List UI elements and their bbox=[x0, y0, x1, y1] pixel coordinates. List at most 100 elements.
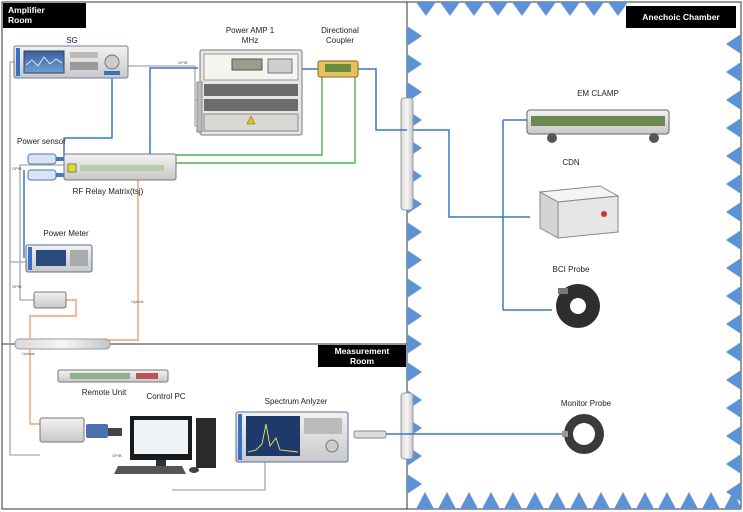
absorber-cone bbox=[407, 82, 422, 102]
directional-coupler: Directional Coupler bbox=[317, 26, 359, 78]
optical-cables bbox=[29, 180, 139, 425]
absorber-cone bbox=[726, 118, 741, 138]
wall-feedthrough-lower bbox=[400, 392, 414, 460]
remote-unit: Remote Unit bbox=[57, 369, 169, 397]
gpib-label-amp: GPIB bbox=[178, 60, 188, 65]
measurement-room-label: Measurement Room bbox=[318, 345, 406, 367]
amplifier-room-label: Amplifier Room bbox=[3, 3, 86, 28]
absorber-cone bbox=[464, 2, 484, 16]
absorber-cone bbox=[726, 454, 741, 474]
wall-feedthrough-upper bbox=[400, 97, 414, 211]
absorber-cone bbox=[482, 492, 500, 509]
spectrum-analyzer: Spectrum Anlyzer bbox=[235, 397, 387, 463]
absorber-cone bbox=[726, 146, 741, 166]
absorber-cone bbox=[407, 334, 422, 354]
svg-text:Power Meter: Power Meter bbox=[43, 229, 89, 238]
absorber-cone bbox=[608, 2, 628, 16]
control-pc: Control PC bbox=[39, 392, 216, 474]
absorber-cone bbox=[570, 492, 588, 509]
absorber-cone bbox=[636, 492, 654, 509]
anechoic-chamber-label: Anechoic Chamber bbox=[626, 6, 736, 28]
absorber-cone bbox=[726, 174, 741, 194]
absorber-cone bbox=[560, 2, 580, 16]
em-clamp: EM CLAMP bbox=[526, 89, 670, 143]
optical-label-lower: Optical bbox=[22, 351, 35, 356]
bci-probe: BCI Probe bbox=[553, 265, 600, 328]
svg-text:RF Relay Matrix(tsj): RF Relay Matrix(tsj) bbox=[73, 187, 144, 196]
absorber-cone bbox=[460, 492, 478, 509]
absorber-cone bbox=[488, 2, 508, 16]
absorber-cone bbox=[407, 250, 422, 270]
absorber-cone bbox=[407, 26, 422, 46]
absorber-cone bbox=[726, 62, 741, 82]
rf-cables bbox=[23, 67, 563, 435]
absorber-cone bbox=[416, 2, 436, 16]
absorber-cones bbox=[407, 2, 742, 509]
absorber-cone bbox=[726, 286, 741, 306]
svg-text:Control PC: Control PC bbox=[146, 392, 185, 401]
svg-text:Remote Unit: Remote Unit bbox=[82, 388, 127, 397]
svg-text:CDN: CDN bbox=[562, 158, 580, 167]
svg-text:Room: Room bbox=[8, 15, 33, 25]
svg-text:Anechoic Chamber: Anechoic Chamber bbox=[642, 12, 720, 22]
absorber-cone bbox=[548, 492, 566, 509]
gpib-label-pc: GPIB bbox=[112, 453, 122, 458]
gpib-label-sensor: GPIB bbox=[12, 166, 22, 171]
absorber-cone bbox=[726, 90, 741, 110]
svg-text:EM CLAMP: EM CLAMP bbox=[577, 89, 619, 98]
gpib-label-meter: GPIB bbox=[12, 284, 22, 289]
absorber-cone bbox=[536, 2, 556, 16]
svg-text:Directional: Directional bbox=[321, 26, 359, 35]
absorber-cone bbox=[407, 362, 422, 382]
absorber-cone bbox=[724, 492, 742, 509]
absorber-cone bbox=[407, 54, 422, 74]
sensor-cables bbox=[176, 77, 356, 164]
absorber-cone bbox=[726, 230, 741, 250]
absorber-cone bbox=[440, 2, 460, 16]
power-sensors: Power sensor bbox=[17, 137, 66, 181]
optical-label-upper: Optical bbox=[131, 299, 144, 304]
svg-text:Monitor Probe: Monitor Probe bbox=[561, 399, 612, 408]
svg-text:MHz: MHz bbox=[242, 36, 258, 45]
absorber-cone bbox=[614, 492, 632, 509]
svg-text:Coupler: Coupler bbox=[326, 36, 354, 45]
optical-converter bbox=[33, 291, 67, 309]
cdn: CDN bbox=[538, 158, 620, 239]
floor-feedthrough bbox=[14, 338, 111, 350]
absorber-cone bbox=[407, 474, 422, 494]
absorber-cone bbox=[584, 2, 604, 16]
absorber-cone bbox=[416, 492, 434, 509]
svg-text:Measurement: Measurement bbox=[335, 346, 390, 356]
absorber-cone bbox=[726, 482, 741, 502]
absorber-cone bbox=[407, 278, 422, 298]
absorber-cone bbox=[726, 314, 741, 334]
absorber-cone bbox=[658, 492, 676, 509]
svg-text:Power AMP 1: Power AMP 1 bbox=[226, 26, 275, 35]
power-meter: Power Meter bbox=[25, 229, 93, 273]
absorber-cone bbox=[504, 492, 522, 509]
absorber-cone bbox=[407, 306, 422, 326]
absorber-cone bbox=[726, 202, 741, 222]
monitor-probe: Monitor Probe bbox=[561, 399, 612, 454]
power-amplifier: Power AMP 1 MHz bbox=[196, 26, 303, 136]
absorber-cone bbox=[680, 492, 698, 509]
absorber-cone bbox=[726, 370, 741, 390]
svg-text:Power sensor: Power sensor bbox=[17, 137, 66, 146]
absorber-cone bbox=[438, 492, 456, 509]
signal-generator: SG bbox=[13, 36, 129, 79]
svg-text:Spectrum Anlyzer: Spectrum Anlyzer bbox=[265, 397, 328, 406]
absorber-cone bbox=[726, 34, 741, 54]
absorber-cone bbox=[592, 492, 610, 509]
absorber-cone bbox=[512, 2, 532, 16]
absorber-cone bbox=[726, 258, 741, 278]
svg-text:Amplifier: Amplifier bbox=[8, 5, 46, 15]
absorber-cone bbox=[726, 426, 741, 446]
rf-relay-matrix: RF Relay Matrix(tsj) bbox=[63, 153, 177, 196]
absorber-cone bbox=[726, 342, 741, 362]
absorber-cone bbox=[726, 398, 741, 418]
absorber-cone bbox=[702, 492, 720, 509]
absorber-cone bbox=[407, 222, 422, 242]
svg-text:SG: SG bbox=[66, 36, 78, 45]
